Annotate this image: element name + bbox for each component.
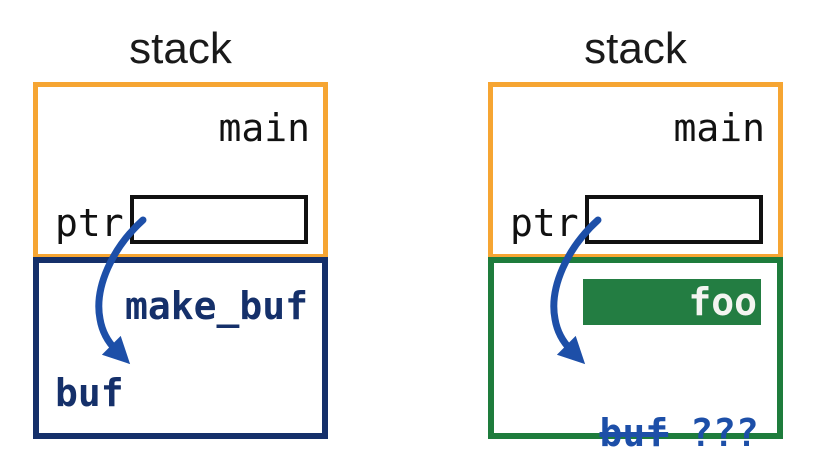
ptr-value-box-left	[130, 195, 308, 244]
make-buf-frame-box	[33, 257, 328, 439]
main-frame-box-left	[33, 82, 328, 259]
freed-buf-row: buf???	[508, 373, 759, 472]
stack-title-left: stack	[129, 24, 232, 73]
main-frame-box-right	[488, 82, 783, 259]
foo-frame-box: foo	[583, 279, 761, 325]
make-buf-frame-label: make_buf	[124, 284, 308, 328]
main-frame-label-left: main	[218, 106, 310, 150]
unknown-value-label: ???	[690, 411, 759, 455]
main-frame-label-right: main	[673, 106, 765, 150]
ptr-label-right: ptr	[510, 201, 579, 245]
ptr-value-box-right	[585, 195, 763, 244]
stack-title-right: stack	[584, 24, 687, 73]
buf-label: buf	[55, 371, 124, 415]
ptr-label-left: ptr	[55, 201, 124, 245]
freed-frame-box	[488, 257, 783, 439]
foo-frame-label: foo	[688, 280, 757, 324]
buf-label-struck: buf	[599, 411, 669, 455]
